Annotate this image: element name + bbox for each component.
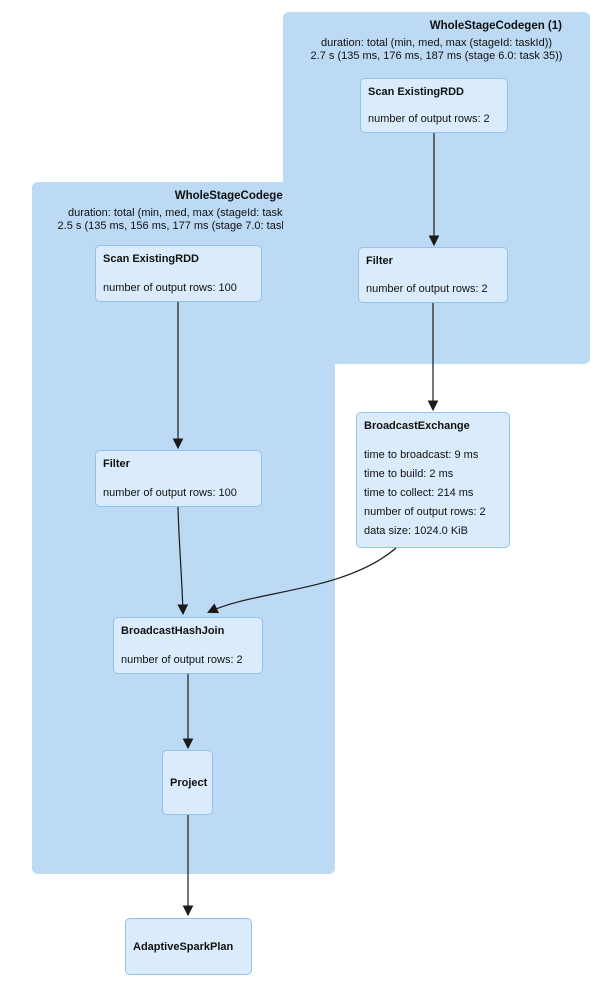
node-title: Scan ExistingRDD xyxy=(368,86,464,98)
duration-value: 2.5 s (135 ms, 156 ms, 177 ms (stage 7.0… xyxy=(57,220,310,232)
node-title: BroadcastHashJoin xyxy=(121,625,225,637)
node-title: AdaptiveSparkPlan xyxy=(133,940,234,953)
node-broadcast-hash-join: BroadcastHashJoin number of output rows:… xyxy=(113,617,263,674)
node-filter-2: Filter number of output rows: 100 xyxy=(95,450,262,507)
duration-label: duration: total (min, med, max (stageId:… xyxy=(67,207,300,219)
node-metric: number of output rows: 2 xyxy=(121,654,243,666)
node-metric: data size: 1024.0 KiB xyxy=(364,525,468,537)
node-metric: number of output rows: 100 xyxy=(103,487,237,499)
cluster-duration: duration: total (min, med, max (stageId:… xyxy=(283,37,590,63)
node-title: Filter xyxy=(366,255,393,267)
node-metric: number of output rows: 2 xyxy=(368,113,490,125)
node-project: Project xyxy=(162,750,213,815)
cluster-wholestagecodegen-1: WholeStageCodegen (1) duration: total (m… xyxy=(283,12,590,364)
node-filter-1: Filter number of output rows: 2 xyxy=(358,247,508,303)
node-scan-existingrdd-2: Scan ExistingRDD number of output rows: … xyxy=(95,245,262,302)
node-scan-existingrdd-1: Scan ExistingRDD number of output rows: … xyxy=(360,78,508,133)
node-metric: number of output rows: 100 xyxy=(103,282,237,294)
node-title: Filter xyxy=(103,458,130,470)
cluster-title: WholeStageCodegen (1) xyxy=(429,20,562,32)
node-title: BroadcastExchange xyxy=(364,420,470,432)
duration-label: duration: total (min, med, max (stageId:… xyxy=(320,37,553,49)
node-metrics: time to broadcast: 9 ms time to build: 2… xyxy=(364,446,502,541)
node-metric: time to collect: 214 ms xyxy=(364,487,474,499)
cluster-duration: duration: total (min, med, max (stageId:… xyxy=(32,207,335,233)
cluster-title: WholeStageCodegen (2) xyxy=(174,190,307,202)
node-broadcast-exchange: BroadcastExchange time to broadcast: 9 m… xyxy=(356,412,510,548)
duration-value: 2.7 s (135 ms, 176 ms, 187 ms (stage 6.0… xyxy=(310,50,563,62)
node-metric: time to broadcast: 9 ms xyxy=(364,449,479,461)
node-title: Project xyxy=(170,776,208,789)
node-metric: number of output rows: 2 xyxy=(366,283,488,295)
node-adaptive-spark-plan: AdaptiveSparkPlan xyxy=(125,918,252,975)
node-title: Scan ExistingRDD xyxy=(103,253,199,265)
node-metric: time to build: 2 ms xyxy=(364,468,454,480)
node-metric: number of output rows: 2 xyxy=(364,506,486,518)
